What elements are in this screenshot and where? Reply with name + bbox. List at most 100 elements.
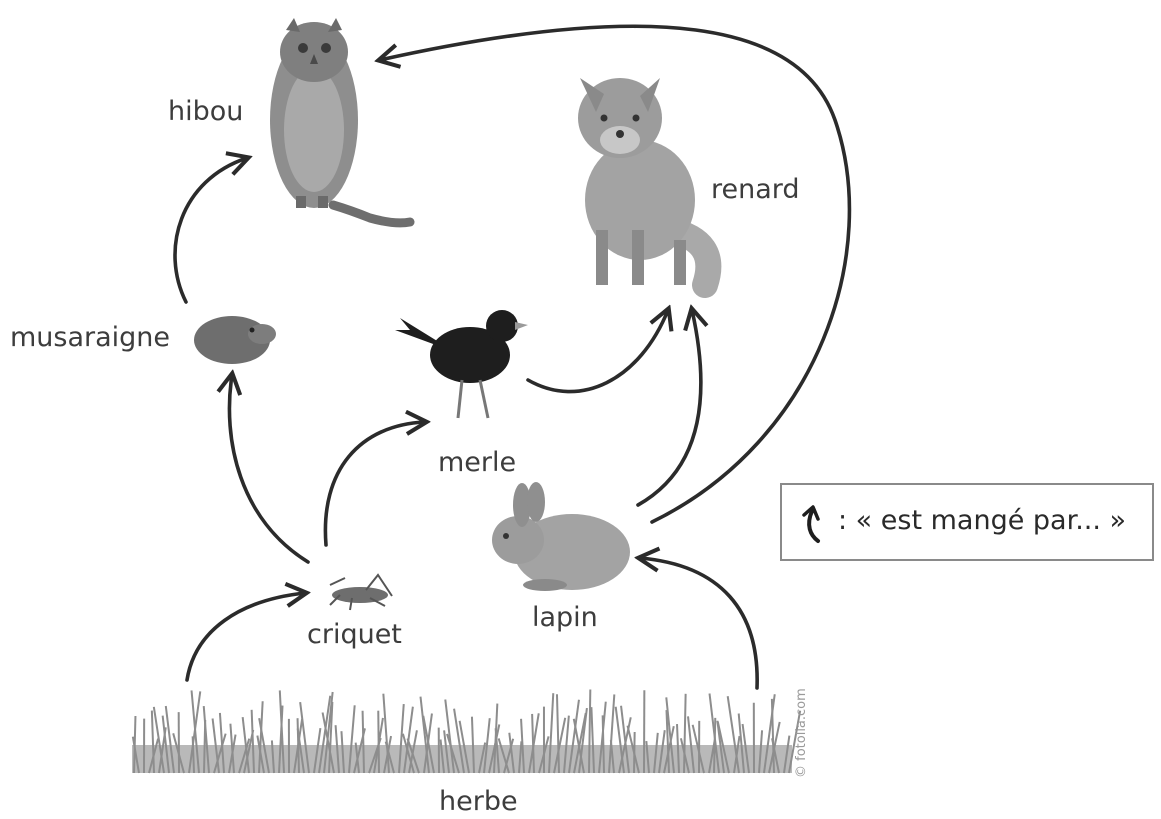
grass-blade <box>687 716 695 774</box>
grass-blade <box>553 717 567 774</box>
grass-blade <box>229 723 235 774</box>
grass-blade <box>713 717 717 774</box>
grass-blade <box>609 740 615 774</box>
label-herbe: herbe <box>439 786 518 817</box>
hibou-image <box>270 18 415 228</box>
grass-blade <box>453 708 465 774</box>
grass-blade <box>665 697 675 774</box>
grass-blade <box>520 718 525 774</box>
grass-blade <box>213 733 227 774</box>
label-renard: renard <box>711 174 800 205</box>
grass-blade <box>202 705 210 774</box>
grass-blade <box>419 696 430 774</box>
label-lapin: lapin <box>532 602 598 633</box>
grass-blade <box>458 720 470 774</box>
grass-blade <box>422 715 435 774</box>
grass-blade <box>406 738 420 774</box>
grass-blade <box>488 724 501 774</box>
grass-blade <box>608 694 616 774</box>
grass-blade <box>313 727 322 774</box>
grass-blade <box>737 713 745 774</box>
renard-image <box>578 78 722 298</box>
grass-blade <box>620 705 630 774</box>
grass-blade <box>763 694 776 774</box>
grass-blade <box>716 721 730 774</box>
grass-blade <box>318 695 332 774</box>
grass-blade <box>626 725 640 774</box>
grass-blade <box>408 730 418 774</box>
grass-blade <box>250 709 255 774</box>
grass-blade <box>172 733 185 774</box>
grass-blade <box>758 730 764 774</box>
grass-blade <box>258 701 264 774</box>
grass-blade <box>218 712 225 774</box>
grass-blade <box>340 731 345 774</box>
label-merle: merle <box>438 447 517 478</box>
curved-arrow-icon <box>802 505 820 543</box>
herbe-image <box>131 689 802 774</box>
grass-blade <box>572 718 585 774</box>
label-hibou: hibou <box>168 96 244 127</box>
grass-blade <box>348 705 356 774</box>
image-credit: © fotolia.com <box>794 688 809 778</box>
arrow-herbe-lapin <box>640 558 759 690</box>
grass-blade <box>382 693 390 774</box>
grass-blade <box>726 696 740 774</box>
grass-blade <box>258 718 270 774</box>
grass-blade <box>645 740 650 774</box>
grass-blade <box>361 710 365 774</box>
grass-blade <box>278 705 284 774</box>
grass-blade <box>741 723 750 774</box>
grass-blade <box>131 736 140 774</box>
grass-blade <box>321 712 335 774</box>
grass-blade <box>531 713 535 774</box>
grass-blade <box>676 724 680 774</box>
arrow-musaraigne-hibou <box>173 158 247 304</box>
arrows <box>173 24 852 690</box>
grass-blade <box>788 710 802 774</box>
musaraigne-image <box>194 316 276 364</box>
merle-image <box>395 310 528 419</box>
grass-blade <box>190 690 200 774</box>
grass-blade <box>518 741 523 774</box>
grass-blade <box>653 732 659 774</box>
grass-blade <box>555 694 560 774</box>
grass-blade <box>770 698 775 774</box>
grass-blade <box>503 738 515 774</box>
grass-blade <box>238 738 251 774</box>
grass-blade <box>401 733 415 774</box>
grass-blade <box>164 705 175 774</box>
grass-blade <box>614 706 625 774</box>
arrow-criquet-musaraigne <box>229 375 310 564</box>
grass-blade <box>446 733 460 774</box>
label-musaraigne: musaraigne <box>10 322 171 353</box>
grass-blade <box>299 702 310 774</box>
grass-blade <box>334 725 340 774</box>
grass-blade <box>708 693 720 774</box>
legend-box: : « est mangé par... » <box>780 483 1154 561</box>
grass-blade <box>398 704 405 774</box>
grass-blade <box>494 728 500 774</box>
arrow-herbe-criquet <box>185 593 305 682</box>
grass-blade <box>568 699 580 774</box>
arrow-lapin-hibou <box>380 24 852 524</box>
grass-blade <box>270 740 275 774</box>
grass-blade <box>241 716 250 774</box>
grass-blade <box>691 724 705 774</box>
grass-blade <box>354 742 360 774</box>
grass-blade <box>161 715 170 774</box>
grass-blade <box>658 730 666 774</box>
arrow-merle-renard <box>526 310 668 394</box>
grass-blade <box>548 693 555 774</box>
grass-blade <box>191 736 195 774</box>
grass-blade <box>508 732 515 774</box>
grass-blade <box>478 742 487 774</box>
grass-blade <box>563 715 570 774</box>
grass-blade <box>323 691 334 774</box>
grass-blade <box>470 716 475 774</box>
arrow-lapin-renard <box>636 310 701 507</box>
grass-blade <box>256 735 265 774</box>
grass-blade <box>152 706 165 774</box>
grass-blade <box>601 715 605 774</box>
